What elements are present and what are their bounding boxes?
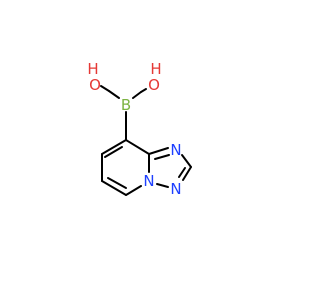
- bond-c6-c5: [101, 180, 127, 196]
- atom-n-top: N: [170, 141, 181, 159]
- bond-c5-n4: [125, 185, 142, 196]
- bond-c8a-n1: [148, 147, 169, 155]
- bond-c2-n3-inner: [178, 167, 186, 178]
- bond-c8a-n1-inner: [154, 154, 170, 160]
- bond-n3-n4: [156, 183, 169, 188]
- bond-c8a-c8: [125, 139, 150, 155]
- bond-c6-c5-inner: [107, 177, 127, 189]
- bond-b-o-right: [132, 91, 142, 99]
- atom-boron: B: [121, 96, 131, 114]
- atom-o-right: O: [148, 76, 160, 94]
- bond-c8-c7: [101, 139, 127, 155]
- bond-b-o-right-red: [140, 88, 147, 93]
- bond-c2-n3: [182, 166, 192, 181]
- molecule-diagram: H O H O B N N N: [87, 60, 192, 198]
- atom-o-left: O: [89, 76, 101, 94]
- atom-h-left: H: [87, 60, 98, 78]
- bond-n1-c2: [181, 154, 192, 168]
- bond-c8-c7-inner: [104, 146, 123, 158]
- atom-n-bridge: N: [143, 172, 154, 190]
- atom-n-bottom: N: [170, 180, 181, 198]
- bond-b-o-left: [108, 90, 120, 99]
- atom-labels: H O H O B N N N: [87, 60, 181, 198]
- atom-h-right: H: [150, 60, 161, 78]
- bond-b-o-left-red: [100, 85, 110, 92]
- bonds: [100, 85, 192, 196]
